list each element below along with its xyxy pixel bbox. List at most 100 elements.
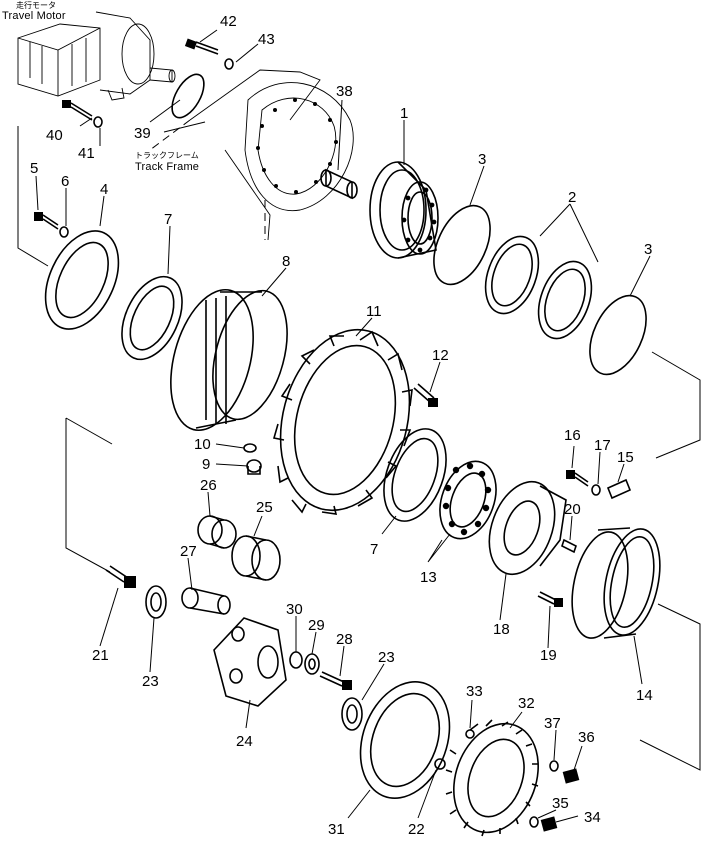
bearing-26 <box>197 515 237 549</box>
callout-31: 31 <box>328 821 345 838</box>
callout-34: 34 <box>584 809 601 826</box>
callout-21: 21 <box>92 647 109 664</box>
callout-41: 41 <box>78 145 95 162</box>
callout-8: 8 <box>282 253 290 270</box>
callout-33: 33 <box>466 683 483 700</box>
track-frame-caption-jp: トラックフレーム <box>135 151 199 160</box>
callout-1: 1 <box>400 105 408 122</box>
travel-motor-caption-jp: 走行モータ <box>16 0 56 10</box>
callout-19: 19 <box>540 647 557 664</box>
washer-6 <box>59 226 69 238</box>
callout-3-lower: 3 <box>644 241 652 258</box>
callout-23-right: 23 <box>378 649 395 666</box>
washer-41 <box>93 116 103 128</box>
callout-22: 22 <box>408 821 425 838</box>
travel-motor <box>17 11 176 101</box>
ring-gear-31 <box>359 681 451 799</box>
callout-15: 15 <box>617 449 634 466</box>
pin-20 <box>561 538 577 554</box>
cover-32 <box>445 719 539 837</box>
callout-42: 42 <box>220 13 237 30</box>
callout-20: 20 <box>564 501 581 518</box>
callout-30: 30 <box>286 601 303 618</box>
callout-23-left: 23 <box>142 673 159 690</box>
callout-37: 37 <box>544 715 561 732</box>
o-ring-3-upper <box>433 204 491 286</box>
track-frame-caption: Track Frame <box>135 161 199 173</box>
callout-5: 5 <box>30 160 38 177</box>
callout-32: 32 <box>518 695 535 712</box>
callout-38: 38 <box>336 83 353 100</box>
leader-lines <box>35 29 651 823</box>
washer-35 <box>529 816 539 828</box>
callout-11: 11 <box>366 303 382 320</box>
callout-16: 16 <box>564 427 581 444</box>
callout-29: 29 <box>308 617 325 634</box>
washer-43 <box>224 58 234 70</box>
thrust-washer-23-right <box>341 697 363 731</box>
callout-14: 14 <box>636 687 653 704</box>
callout-17: 17 <box>594 437 611 454</box>
washer-30 <box>289 651 303 669</box>
alignment-lines <box>17 126 701 771</box>
retainer-4 <box>44 230 120 330</box>
lock-plate-15 <box>606 478 632 500</box>
callout-10: 10 <box>194 436 211 453</box>
bolt-40 <box>62 100 93 121</box>
floating-seal-2 <box>484 235 593 340</box>
callout-4: 4 <box>100 181 108 198</box>
sprocket-hub-8 <box>170 288 288 432</box>
callout-40: 40 <box>46 127 63 144</box>
bolt-5 <box>34 212 59 230</box>
callout-labels: 1 2 3 3 4 5 6 7 7 8 9 10 11 12 13 14 15 … <box>30 13 653 838</box>
callout-12: 12 <box>432 347 449 364</box>
bolt-28 <box>319 671 352 690</box>
bolt-16 <box>566 470 589 487</box>
washer-29 <box>304 653 320 675</box>
callout-13: 13 <box>420 569 437 586</box>
bolt-19 <box>537 591 563 607</box>
callout-27: 27 <box>180 543 197 560</box>
callout-9: 9 <box>202 456 210 473</box>
pin-38 <box>320 168 358 200</box>
callout-39: 39 <box>134 125 151 142</box>
callout-2: 2 <box>568 189 576 206</box>
seal-7-upper <box>121 275 183 361</box>
shaft-27 <box>181 587 231 615</box>
o-ring-39 <box>171 73 205 119</box>
callout-6: 6 <box>61 173 69 190</box>
callout-18: 18 <box>493 621 510 638</box>
ball-33 <box>465 729 475 739</box>
callout-7-upper: 7 <box>164 211 172 228</box>
callout-26: 26 <box>200 477 217 494</box>
callout-43: 43 <box>258 31 275 48</box>
seal-7-lower <box>383 428 447 522</box>
callout-28: 28 <box>336 631 353 648</box>
callout-7-lower: 7 <box>370 541 378 558</box>
callout-3-upper: 3 <box>478 151 486 168</box>
o-ring-10 <box>243 443 257 453</box>
callout-25: 25 <box>256 499 273 516</box>
bolt-21 <box>105 565 136 588</box>
travel-motor-caption: Travel Motor <box>2 10 66 22</box>
o-ring-3-lower <box>589 294 647 376</box>
washer-17 <box>591 484 601 496</box>
track-frame <box>149 69 354 241</box>
thrust-washer-23-left <box>145 585 167 619</box>
plug-36 <box>562 768 580 784</box>
plug-9 <box>246 459 262 475</box>
callout-24: 24 <box>236 733 253 750</box>
bolt-12 <box>413 383 438 407</box>
sprocket-11 <box>272 328 413 515</box>
bearing-13 <box>439 460 497 540</box>
bolt-42 <box>184 38 219 55</box>
hub-1 <box>369 161 439 259</box>
gear-25 <box>231 535 281 581</box>
carrier-24 <box>213 617 287 707</box>
plug-34 <box>540 816 558 832</box>
ball-22 <box>434 758 446 770</box>
callout-35: 35 <box>552 795 569 812</box>
carrier-plate-18 <box>488 480 567 576</box>
washer-37 <box>549 760 559 772</box>
